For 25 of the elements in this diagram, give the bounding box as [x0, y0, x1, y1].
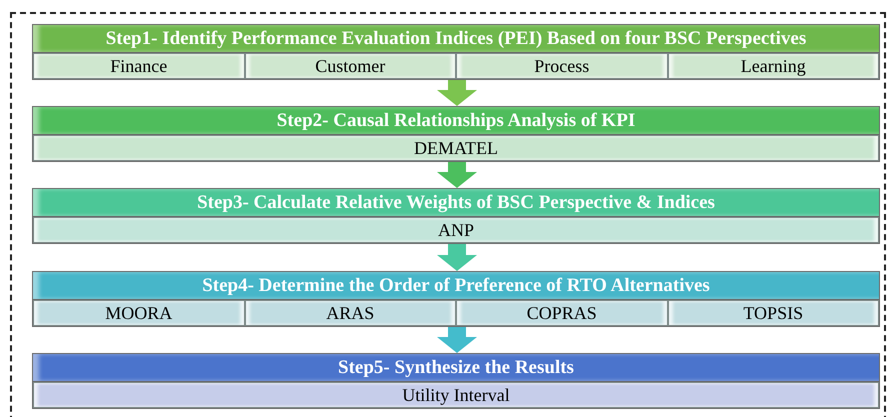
method-cell: ARAS [244, 300, 456, 326]
method-cell: Utility Interval [33, 382, 879, 408]
step-header: Step3- Calculate Relative Weights of BSC Perspective & Indices [33, 189, 879, 217]
method-cell: Process [456, 53, 668, 79]
process-step [32, 353, 880, 409]
step-header: Step2- Causal Relationships Analysis of KPI [33, 107, 879, 135]
method-cell: COPRAS [456, 300, 668, 326]
step-header: Step4- Determine the Order of Preference of RTO Alternatives [33, 272, 879, 300]
down-arrow [437, 80, 477, 106]
down-arrow [437, 327, 477, 353]
method-cell: MOORA [33, 300, 244, 326]
method-cell: ANP [33, 217, 879, 243]
method-cell: Learning [668, 53, 879, 79]
method-cell: Finance [33, 53, 244, 79]
down-arrow [437, 244, 477, 271]
method-cell: TOPSIS [668, 300, 879, 326]
step-header: Step5- Synthesize the Results [33, 354, 879, 382]
step-header: Step1- Identify Performance Evaluation Indices (PEI) Based on four BSC Perspectives [33, 25, 879, 53]
down-arrow [437, 162, 477, 188]
process-step [32, 106, 880, 162]
method-cell: DEMATEL [33, 135, 879, 161]
method-cell: Customer [244, 53, 456, 79]
process-step [32, 188, 880, 244]
process-step [32, 24, 880, 80]
process-step [32, 271, 880, 327]
